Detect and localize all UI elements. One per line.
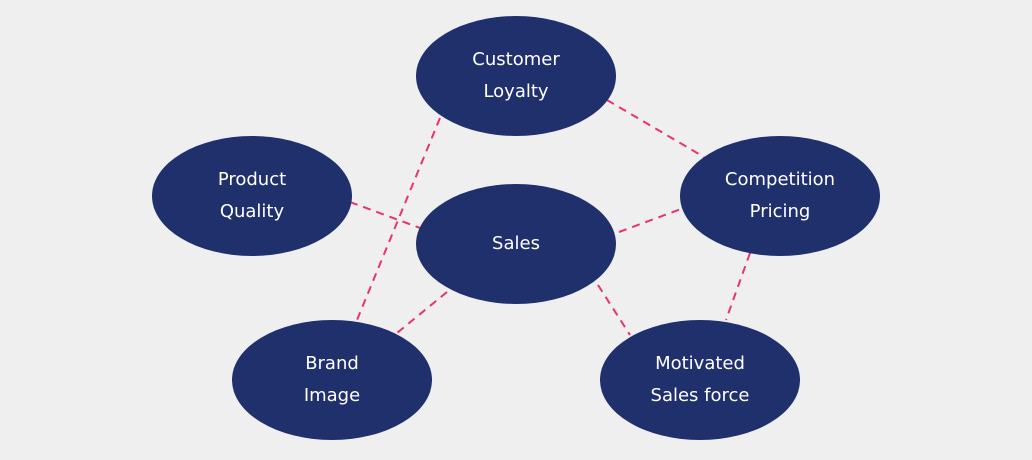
node-customer-loyalty: Customer Loyalty	[416, 16, 616, 136]
node-label: Motivated Sales force	[650, 353, 750, 406]
node-competition-pricing: Competition Pricing	[680, 136, 880, 256]
node-label: Product Quality	[217, 169, 287, 222]
node-motivated-sales-force: Motivated Sales force	[600, 320, 800, 440]
link-sales-competition-pricing	[618, 208, 682, 233]
node-sales: Sales	[416, 184, 616, 304]
node-label: Brand Image	[303, 353, 361, 406]
node-product-quality: Product Quality	[152, 136, 352, 256]
node-brand-image: Brand Image	[232, 320, 432, 440]
link-sales-motivated-sales-force	[597, 284, 631, 336]
node-label: Competition Pricing	[724, 169, 836, 222]
node-label: Customer Loyalty	[472, 49, 560, 102]
link-customer-loyalty-competition-pricing	[606, 99, 705, 158]
node-label: Sales	[492, 233, 540, 254]
link-sales-brand-image	[396, 291, 448, 334]
link-competition-pricing-motivated-sales-force	[725, 252, 751, 321]
link-product-quality-sales	[349, 201, 421, 229]
